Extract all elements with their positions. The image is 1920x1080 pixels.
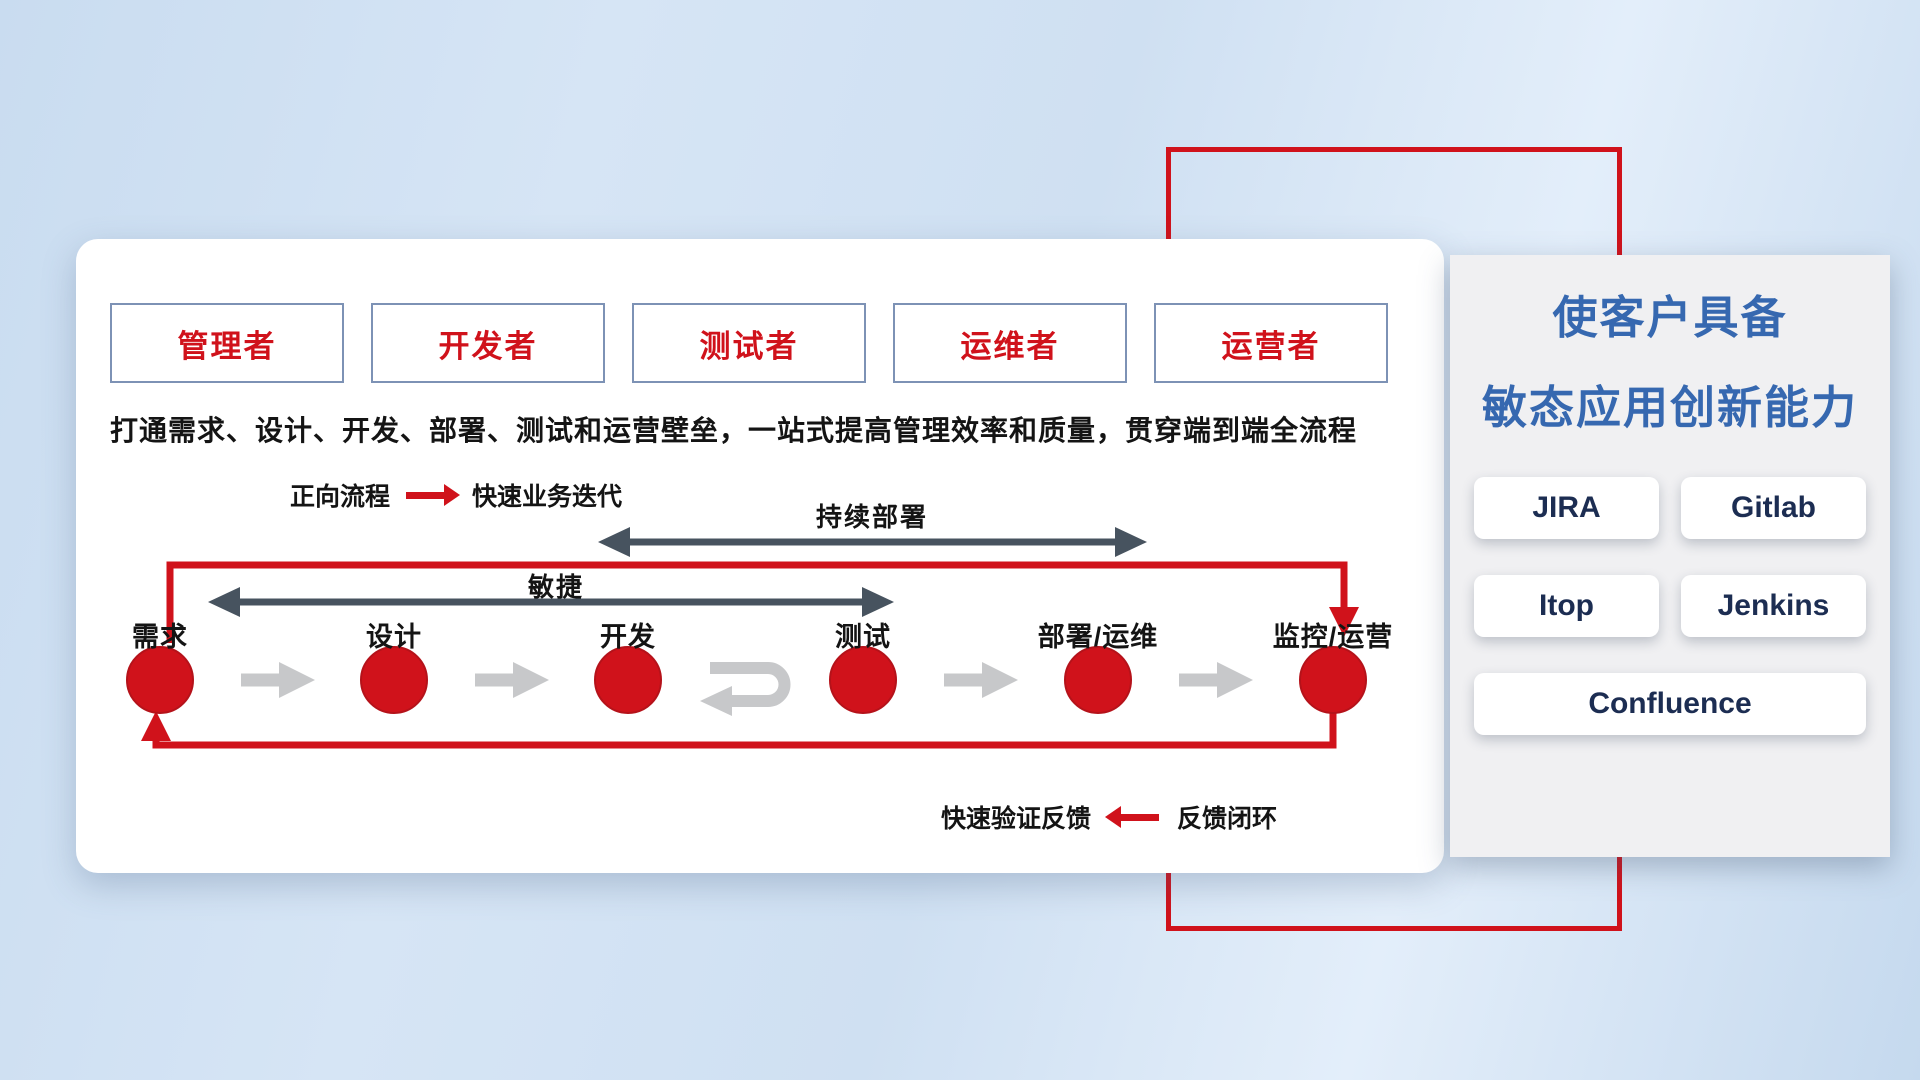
- stage-circle-requirements: [126, 646, 194, 714]
- stage-label-requirements: 需求: [132, 622, 188, 652]
- tools-row: Confluence: [1474, 673, 1866, 735]
- stage-circle-deploy-ops: [1064, 646, 1132, 714]
- agile-label: 敏捷: [527, 572, 585, 602]
- feedback-arrow-icon: [1121, 813, 1160, 821]
- role-label: 运维者: [960, 328, 1060, 364]
- stage-label-testing: 测试: [835, 622, 891, 652]
- stage-circle-development: [594, 646, 662, 714]
- headline: 打通需求、设计、开发、部署、测试和运营壁垒，一站式提高管理效率和质量，贯穿端到端…: [110, 415, 1358, 446]
- tools-row: JIRA Gitlab: [1474, 477, 1866, 539]
- forward-arrow-icon: [406, 491, 445, 499]
- stage-circle-design: [360, 646, 428, 714]
- stage-label-development: 开发: [600, 622, 656, 652]
- stage-circle-testing: [829, 646, 897, 714]
- cd-arrowhead-right-icon: [1115, 527, 1147, 557]
- tools-list: JIRA Gitlab Itop Jenkins Confluence: [1474, 477, 1866, 735]
- iterate-uturn-icon: [710, 662, 791, 707]
- stage-label-monitor-ops: 监控/运营: [1272, 622, 1394, 652]
- forward-flow-arrowhead-icon: [1329, 607, 1359, 637]
- tools-row: Itop Jenkins: [1474, 575, 1866, 637]
- panel-title-line1: 使客户具备: [1552, 292, 1788, 343]
- role-box-operator: 运营者: [1154, 303, 1388, 383]
- iterate-uturn-arrowhead-icon: [700, 686, 732, 716]
- forward-legend-label: 正向流程: [290, 483, 391, 511]
- step-arrow-icon: [982, 662, 1018, 698]
- tool-jira: JIRA: [1474, 477, 1659, 539]
- step-arrow-icon: [279, 662, 315, 698]
- step-arrow-icon: [513, 662, 549, 698]
- feedback-loop-line: [152, 713, 1337, 749]
- panel-title-line2: 敏态应用创新能力: [1481, 382, 1858, 433]
- stage-label-design: 设计: [366, 622, 422, 652]
- stage-label-deploy-ops: 部署/运维: [1037, 622, 1159, 652]
- flow-diagram-svg: [126, 527, 1367, 749]
- feedback-legend-value: 反馈闭环: [1177, 805, 1278, 833]
- role-box-manager: 管理者: [110, 303, 344, 383]
- role-box-ops: 运维者: [893, 303, 1127, 383]
- role-box-developer: 开发者: [371, 303, 605, 383]
- role-label: 测试者: [699, 328, 799, 364]
- feedback-legend-label: 快速验证反馈: [941, 805, 1092, 833]
- cd-arrowhead-left-icon: [598, 527, 630, 557]
- continuous-deploy-label: 持续部署: [815, 502, 929, 532]
- role-label: 管理者: [177, 328, 277, 364]
- panel-title: 使客户具备 敏态应用创新能力: [1474, 273, 1866, 453]
- forward-legend-value: 快速业务迭代: [472, 483, 623, 511]
- tool-jenkins: Jenkins: [1681, 575, 1866, 637]
- devops-flow-card: 管理者 开发者 测试者 运维者 运营者 打通需求、设计、开发、部署、测试和运营壁…: [76, 239, 1444, 873]
- role-label: 运营者: [1221, 328, 1321, 364]
- stage-circle-monitor-ops: [1299, 646, 1367, 714]
- feedback-legend: 快速验证反馈 反馈闭环: [941, 799, 1277, 835]
- role-label: 开发者: [438, 328, 538, 364]
- forward-flow-line: [166, 561, 1348, 643]
- forward-flow-legend: 正向流程 快速业务迭代: [290, 477, 622, 513]
- tool-confluence: Confluence: [1474, 673, 1866, 735]
- agile-arrowhead-right-icon: [862, 587, 894, 617]
- roles-row: 管理者 开发者 测试者 运维者 运营者: [110, 303, 1388, 383]
- agile-arrowhead-left-icon: [208, 587, 240, 617]
- step-arrow-icon: [1217, 662, 1253, 698]
- role-box-tester: 测试者: [632, 303, 866, 383]
- feedback-loop-arrowhead-icon: [141, 711, 171, 741]
- tool-gitlab: Gitlab: [1681, 477, 1866, 539]
- tool-itop: Itop: [1474, 575, 1659, 637]
- capability-panel: 使客户具备 敏态应用创新能力 JIRA Gitlab Itop Jenkins …: [1450, 255, 1890, 857]
